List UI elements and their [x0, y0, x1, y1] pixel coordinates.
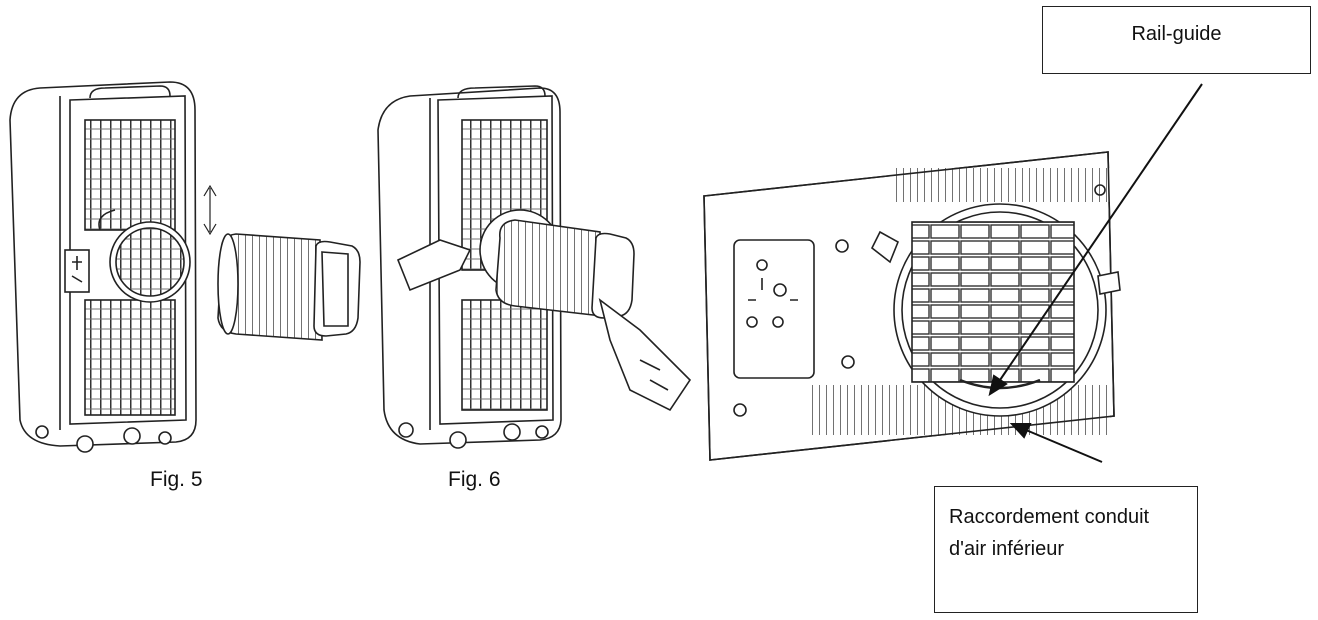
fig5-hose [217, 233, 361, 341]
raccordement-callout: Raccordement conduit d'air inférieur [934, 486, 1198, 613]
rail-guide-label: Rail-guide [1131, 23, 1222, 45]
fig5-unit [9, 81, 217, 453]
leader-arrows [988, 83, 1203, 463]
rail-guide-callout: Rail-guide [1042, 6, 1311, 74]
fig6-unit [377, 85, 692, 449]
raccordement-label: Raccordement conduit d'air inférieur [949, 506, 1150, 560]
fig5-caption: Fig. 5 [150, 468, 203, 491]
fig6-caption: Fig. 6 [448, 468, 501, 491]
back-panel [703, 151, 1121, 461]
